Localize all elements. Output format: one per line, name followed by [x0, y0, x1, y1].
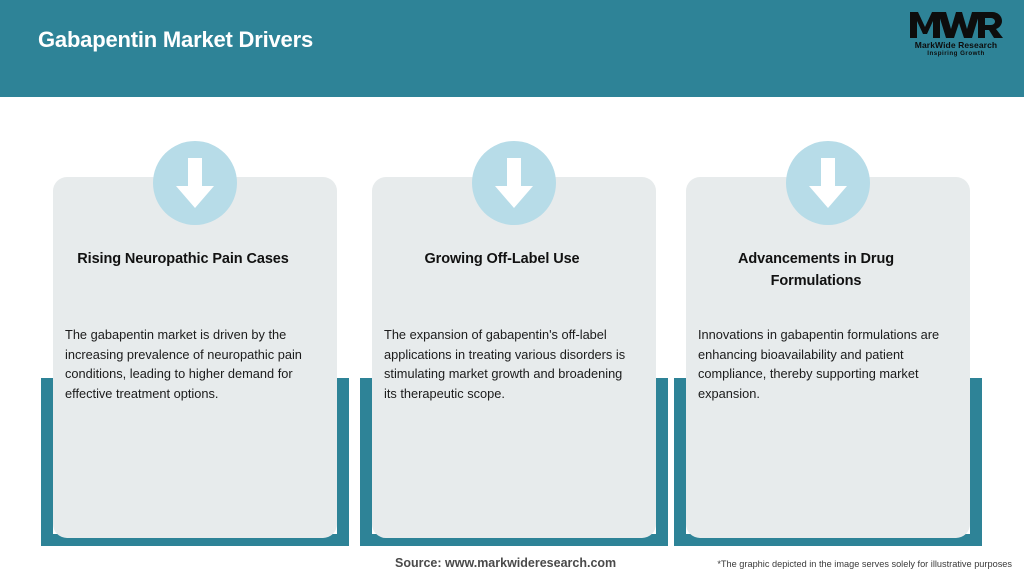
card-heading: Advancements in Drug Formulations	[738, 251, 894, 289]
down-arrow-icon	[472, 141, 556, 225]
drivers-board: Rising Neuropathic Pain Cases The gabape…	[0, 97, 1024, 576]
bracket-left-bar	[41, 378, 53, 546]
driver-column-1: Rising Neuropathic Pain Cases The gabape…	[41, 97, 349, 557]
driver-column-2: Growing Off-Label Use The expansion of g…	[360, 97, 668, 557]
footer-disclaimer-note: *The graphic depicted in the image serve…	[717, 559, 1012, 569]
logo-tagline: Inspiring Growth	[927, 50, 985, 57]
brand-logo: MarkWide Research Inspiring Growth	[904, 8, 1008, 64]
bracket-right-bar	[337, 378, 349, 546]
logo-company-name: MarkWide Research	[914, 40, 998, 50]
down-arrow-icon	[153, 141, 237, 225]
mwr-logo-icon	[910, 12, 1003, 38]
card-heading: Rising Neuropathic Pain Cases	[77, 251, 289, 267]
bracket-left-bar	[674, 378, 686, 546]
bracket-left-bar	[360, 378, 372, 546]
card-body-text: The expansion of gabapentin's off-label …	[384, 327, 626, 401]
down-arrow-icon	[786, 141, 870, 225]
card-body-text: Innovations in gabapentin formulations a…	[698, 327, 940, 401]
page-header: Gabapentin Market Drivers MarkWide Resea…	[0, 0, 1024, 97]
card-body-text: The gabapentin market is driven by the i…	[65, 327, 302, 401]
page-title: Gabapentin Market Drivers	[38, 27, 313, 52]
driver-card	[372, 177, 656, 538]
bracket-right-bar	[656, 378, 668, 546]
driver-card	[53, 177, 337, 538]
driver-column-3: Advancements in Drug Formulations Innova…	[674, 97, 982, 557]
footer-source: Source: www.markwideresearch.com	[395, 556, 617, 570]
card-heading: Growing Off-Label Use	[424, 251, 580, 267]
driver-card	[686, 177, 970, 538]
bracket-right-bar	[970, 378, 982, 546]
